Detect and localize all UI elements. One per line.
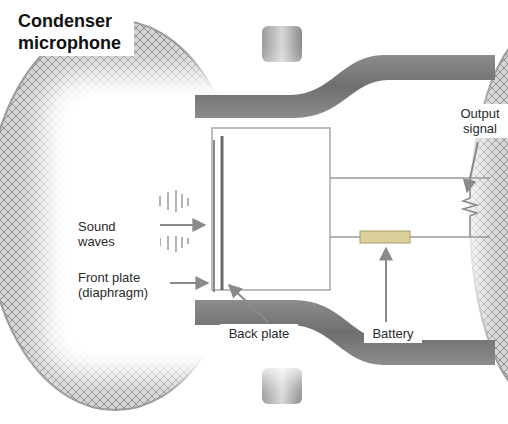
sound-mark bbox=[175, 236, 177, 252]
front-plate bbox=[213, 140, 215, 292]
leader-arrow bbox=[166, 282, 208, 284]
part-label: Sound waves bbox=[74, 217, 160, 251]
part-label: Battery bbox=[364, 324, 422, 343]
battery-symbol bbox=[360, 231, 410, 243]
resistor-symbol bbox=[463, 178, 477, 237]
part-label: Front plate (diaphragm) bbox=[74, 268, 170, 302]
sound-mark bbox=[167, 192, 169, 210]
leader-arrows bbox=[152, 142, 478, 322]
leader-arrow bbox=[385, 248, 387, 322]
capsule-outline bbox=[212, 128, 330, 290]
leader-arrow bbox=[229, 285, 268, 322]
sound-mark bbox=[167, 236, 169, 250]
sound-mark bbox=[187, 238, 189, 244]
diagram-title: Condenser microphone bbox=[14, 8, 134, 56]
sound-mark bbox=[175, 190, 177, 212]
output-label: Output signal bbox=[448, 104, 508, 138]
sound-marks bbox=[160, 190, 188, 252]
sound-mark bbox=[181, 237, 183, 248]
sound-mark bbox=[159, 196, 161, 206]
leader-arrow bbox=[467, 142, 478, 192]
sound-mark bbox=[181, 194, 183, 208]
housing-bottom bbox=[195, 300, 495, 365]
back-plate bbox=[221, 136, 224, 290]
ring-top bbox=[262, 26, 302, 62]
sound-mark bbox=[187, 198, 189, 206]
part-label: Back plate bbox=[220, 324, 298, 343]
wire-top bbox=[330, 177, 490, 179]
